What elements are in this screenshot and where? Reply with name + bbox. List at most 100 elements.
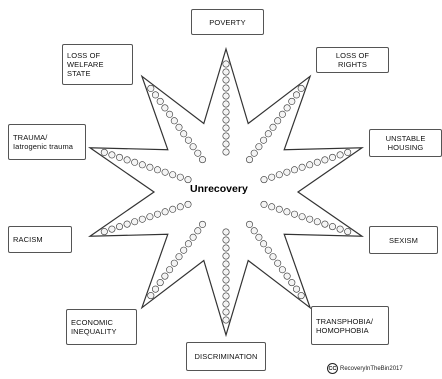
label-unstable-housing: UNSTABLE HOUSING — [369, 129, 442, 157]
arm-bead — [138, 215, 146, 223]
arm-bead — [180, 246, 188, 254]
star-beads — [100, 60, 352, 324]
arm-bead — [274, 117, 282, 125]
arm-bead — [146, 213, 154, 221]
diagram-title: Unrecovery — [190, 183, 248, 195]
arm-bead — [328, 223, 336, 231]
arm-bead — [306, 215, 314, 223]
arm-bead — [222, 268, 230, 276]
arm-bead — [328, 153, 336, 161]
arm-bead — [222, 76, 230, 84]
arm-bead — [169, 171, 177, 179]
arm-bead — [169, 205, 177, 213]
arm-bead — [288, 97, 296, 105]
arm-bead — [222, 284, 230, 292]
arm-bead — [176, 203, 184, 211]
arm-bead — [222, 260, 230, 268]
arm-bead — [175, 123, 183, 131]
arm-bead — [336, 151, 344, 159]
label-loss-of-welfare-state: LOSS OF WELFARE STATE — [62, 44, 133, 85]
arm-bead — [222, 132, 230, 140]
arm-bead — [222, 68, 230, 76]
arm-bead — [194, 149, 202, 157]
arm-bead — [123, 220, 131, 228]
arm-bead — [321, 156, 329, 164]
arm-bead — [222, 316, 230, 324]
arm-bead — [250, 227, 258, 235]
arm-bead — [222, 140, 230, 148]
arm-bead — [288, 279, 296, 287]
arm-bead — [123, 156, 131, 164]
arm-bead — [199, 220, 207, 228]
arm-bead — [131, 158, 139, 166]
arm-bead — [199, 156, 207, 164]
arm-bead — [194, 227, 202, 235]
arm-bead — [222, 116, 230, 124]
arm-bead — [260, 240, 268, 248]
arm-bead — [260, 200, 268, 208]
arm-bead — [222, 252, 230, 260]
arm-bead — [161, 208, 169, 216]
arm-bead — [100, 148, 108, 156]
label-trauma: TRAUMA/ Iatrogenic trauma — [8, 124, 86, 160]
arm-bead — [156, 97, 164, 105]
arm-bead — [283, 272, 291, 280]
arm-bead — [274, 259, 282, 267]
arm-bead — [175, 253, 183, 261]
arm-bead — [170, 117, 178, 125]
arm-bead — [154, 210, 162, 218]
arm-bead — [344, 148, 352, 156]
arm-bead — [116, 223, 124, 231]
star-outline — [88, 46, 364, 338]
arm-bead — [292, 91, 300, 99]
arm-bead — [250, 149, 258, 157]
arm-bead — [100, 228, 108, 236]
arm-bead — [222, 92, 230, 100]
arm-bead — [264, 246, 272, 254]
arm-bead — [222, 60, 230, 68]
arm-bead — [336, 225, 344, 233]
arm-bead — [278, 110, 286, 118]
arm-bead — [298, 163, 306, 171]
arm-bead — [176, 173, 184, 181]
arm-bead — [283, 208, 291, 216]
arm-bead — [292, 285, 300, 293]
arm-bead — [283, 168, 291, 176]
arm-bead — [222, 276, 230, 284]
label-transphobia-homophobia: TRANSPHOBIA/ HOMOPHOBIA — [311, 306, 389, 345]
arm-bead — [222, 108, 230, 116]
arm-bead — [222, 292, 230, 300]
arm-bead — [344, 228, 352, 236]
arm-bead — [222, 236, 230, 244]
arm-bead — [222, 300, 230, 308]
arm-bead — [222, 308, 230, 316]
arm-bead — [260, 136, 268, 144]
arm-bead — [146, 163, 154, 171]
arm-bead — [255, 233, 263, 241]
arm-bead — [255, 143, 263, 151]
arm-bead — [184, 136, 192, 144]
credit-text: RecoveryInTheBin2017 — [340, 365, 403, 372]
arm-bead — [306, 161, 314, 169]
arm-bead — [290, 210, 298, 218]
arm-bead — [108, 225, 116, 233]
arm-bead — [222, 124, 230, 132]
arm-bead — [147, 84, 155, 92]
label-discrimination: DISCRIMINATION — [186, 342, 266, 371]
arm-bead — [269, 123, 277, 131]
label-poverty: POVERTY — [191, 9, 264, 35]
arm-bead — [184, 240, 192, 248]
arm-bead — [246, 220, 254, 228]
arm-bead — [152, 91, 160, 99]
label-economic-inequality: ECONOMIC INEQUALITY — [66, 309, 137, 345]
arm-bead — [222, 84, 230, 92]
arm-bead — [156, 279, 164, 287]
arm-bead — [222, 244, 230, 252]
arm-bead — [297, 292, 305, 300]
arm-bead — [260, 176, 268, 184]
label-loss-of-rights: LOSS OF RIGHTS — [316, 47, 389, 73]
label-racism: RACISM — [8, 226, 72, 253]
arm-bead — [290, 166, 298, 174]
arm-bead — [161, 104, 169, 112]
